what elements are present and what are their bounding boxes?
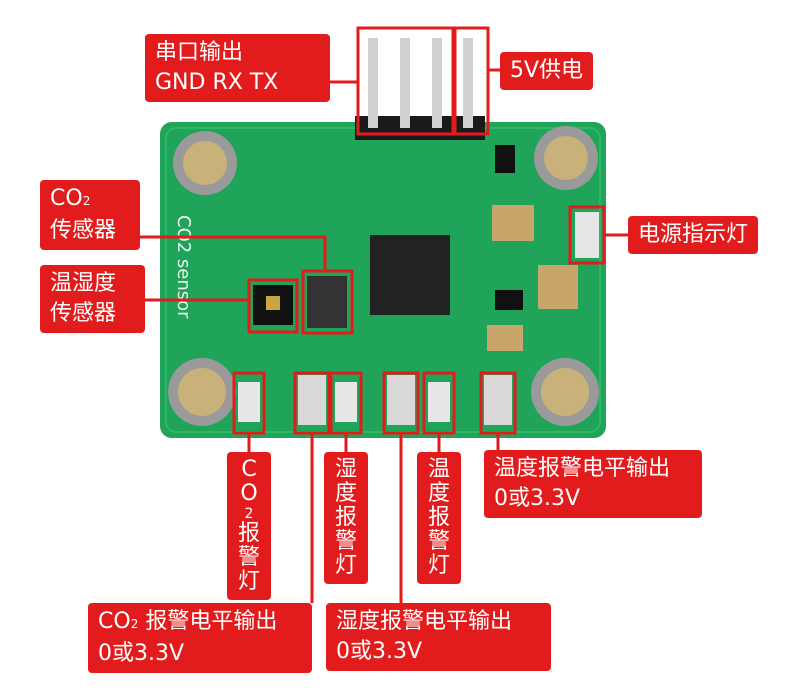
label-co2-sensor: CO2 传感器 (40, 180, 140, 250)
label-hum-alarm-lamp: 湿 度 报 警 灯 (324, 452, 368, 584)
co2-output-pad (298, 375, 326, 425)
label-temp-alarm-output: 温度报警电平输出 0或3.3V (484, 450, 702, 518)
main-ic (370, 235, 450, 315)
highlight-co2-sensor (301, 269, 354, 335)
mount-bolt-bottom-right (531, 358, 599, 426)
mount-bolt-top-right (534, 126, 598, 190)
label-co2-alarm-output: CO2 报警电平输出 0或3.3V (88, 603, 312, 673)
label-temp-hum-sensor: 温湿度 传感器 (40, 265, 145, 333)
hum-led (335, 382, 357, 422)
hum-output-pad (387, 375, 415, 425)
label-temp-alarm-lamp: 温 度 报 警 灯 (417, 452, 461, 584)
highlight-5v (453, 26, 490, 136)
mount-bolt-bottom-left (168, 358, 236, 426)
temp-output-pad (484, 375, 512, 425)
silkscreen-text: CO2 sensor (173, 215, 194, 319)
header-pins (355, 38, 485, 140)
label-co2-alarm-lamp: C O 2 报 警 灯 (227, 452, 271, 600)
label-uart-output: 串口输出 GND RX TX (145, 34, 330, 102)
label-5v-power: 5V供电 (500, 52, 594, 90)
temp-led (428, 382, 450, 422)
label-power-indicator: 电源指示灯 (628, 216, 759, 254)
mount-bolt-top-left (173, 131, 237, 195)
highlight-temp-hum (247, 278, 299, 334)
co2-led (238, 382, 260, 422)
co2-chip (307, 276, 347, 328)
label-hum-alarm-output: 湿度报警电平输出 0或3.3V (326, 603, 551, 671)
